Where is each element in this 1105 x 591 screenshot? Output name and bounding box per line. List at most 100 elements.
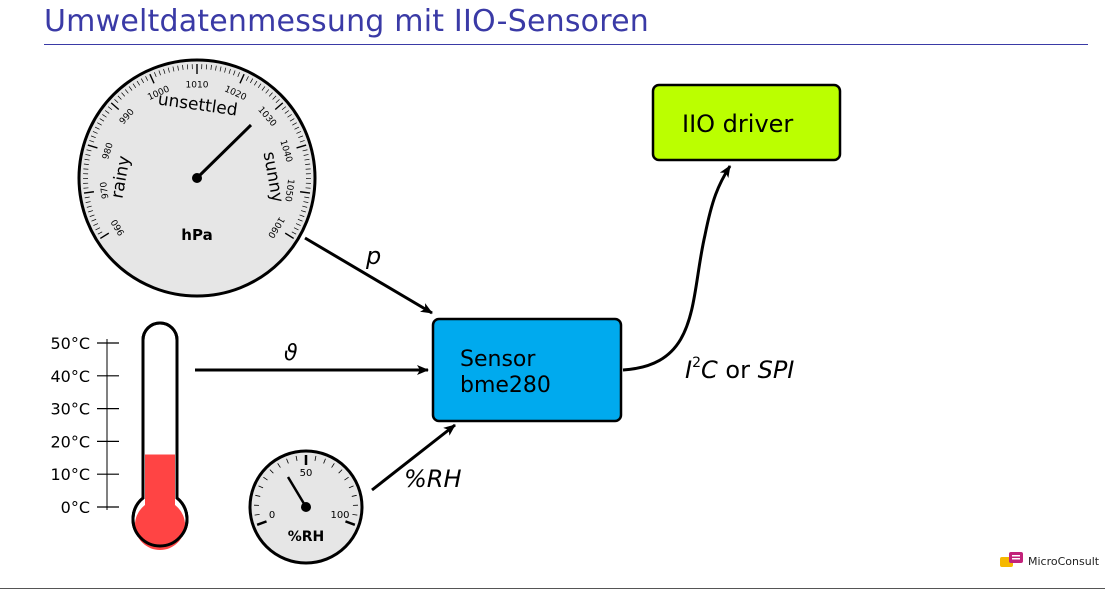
barometer-minor-tick [294,126,300,130]
hygrometer-minor-tick [258,485,264,489]
barometer-minor-tick [284,110,290,114]
hygrometer-major-tick [256,520,267,526]
barometer-minor-tick [177,65,179,71]
barometer-minor-tick [292,122,297,126]
barometer-minor-tick [295,223,301,226]
bus-arrow [622,165,732,372]
barometer-major-tick [83,191,95,194]
barometer-minor-tick [182,64,184,70]
barometer-minor-tick [104,110,110,114]
barometer-minor-tick [102,114,107,118]
barometer-minor-tick [254,80,258,86]
barometer-minor-tick [99,118,105,122]
barometer-minor-tick [128,86,133,91]
barometer-minor-tick [298,135,304,139]
barometer-minor-tick [158,70,161,76]
thermometer-tick-label: 30°C [50,400,90,419]
barometer-minor-tick [219,66,222,72]
hygrometer-minor-tick [348,485,354,489]
barometer-minor-tick [94,126,100,130]
barometer-minor-tick [85,154,91,156]
humidity-arrow-label: %RH [404,465,462,493]
hygrometer-gauge: 0 50 100 %RH [248,449,364,565]
hygrometer-minor-tick [338,469,343,474]
temperature-arrow-label: ϑ [284,341,298,366]
iio-driver-label: IIO driver [682,110,793,138]
barometer-minor-tick [250,78,254,84]
barometer-minor-tick [89,214,95,217]
barometer-minor-tick [107,106,113,111]
barometer-major-tick [149,73,155,84]
humidity-arrow [371,423,456,492]
barometer-major-tick [87,144,98,149]
barometer-minor-tick [85,201,91,203]
barometer-minor-tick [299,140,305,143]
barometer-minor-tick [302,205,308,208]
barometer-minor-tick [90,135,96,139]
hygrometer-needle [286,476,308,508]
barometer-minor-tick [261,86,266,91]
barometer-tick-label: 980 [101,141,116,161]
thermometer-outline [131,321,189,548]
barometer-minor-tick [117,95,122,100]
barometer-minor-tick [86,149,92,152]
barometer-minor-tick [86,205,92,208]
barometer-minor-tick [83,163,89,165]
barometer-major-tick [239,73,245,84]
thermometer: 0°C10°C20°C30°C40°C50°C [50,321,189,550]
barometer-minor-tick [97,231,103,235]
thermometer-tick-label: 20°C [50,432,90,451]
hygrometer-minor-tick [314,455,317,461]
barometer-minor-tick [224,67,227,73]
barometer-minor-tick [300,210,306,213]
hygrometer-minor-tick [254,513,260,516]
hygrometer-minor-tick [352,513,358,516]
thermometer-tick-label: 0°C [61,498,90,517]
barometer-tick-label: 970 [99,181,111,200]
barometer-minor-tick [228,68,231,74]
barometer-major-tick [110,102,120,111]
hygrometer-pivot [301,502,311,512]
barometer-minor-tick [154,72,157,78]
sensor-box-line1: Sensor [460,347,536,372]
barometer-minor-tick [237,72,240,78]
hygrometer-minor-tick [323,458,326,464]
barometer-minor-tick [287,114,292,118]
barometer-minor-tick [268,92,273,97]
title-underline [44,44,1088,45]
barometer-minor-tick [167,67,170,73]
barometer-minor-tick [91,218,97,222]
barometer-minor-tick [304,196,310,199]
barometer-minor-tick [97,122,102,126]
barometer-pivot [192,173,202,183]
barometer-minor-tick [257,83,262,89]
barometer-minor-tick [163,68,166,74]
thermometer-bulb [135,500,185,550]
barometer-needle [195,123,253,180]
hygrometer-minor-tick [277,463,281,468]
barometer-minor-tick [93,223,99,226]
barometer-minor-tick [136,80,140,86]
barometer-minor-tick [95,227,101,231]
barometer-minor-tick [132,83,137,89]
pressure-arrow [304,236,433,315]
barometer-minor-tick [293,227,299,231]
hygrometer-minor-tick [269,469,274,474]
barometer-major-tick [284,232,295,240]
barometer-minor-tick [304,158,310,161]
thermometer-tick-label: 40°C [50,367,90,386]
barometer-minor-tick [275,99,280,104]
hygrometer-minor-tick [263,476,268,481]
barometer-minor-tick [84,196,90,199]
barometer-major-tick [99,232,110,240]
barometer-minor-tick [114,99,119,104]
barometer-minor-tick [215,65,217,71]
barometer-minor-tick [281,106,287,111]
barometer-tick-label: 1050 [282,178,295,202]
barometer-minor-tick [305,163,311,165]
barometer-minor-tick [145,76,149,81]
sensor-box: Sensor bme280 [431,317,623,423]
